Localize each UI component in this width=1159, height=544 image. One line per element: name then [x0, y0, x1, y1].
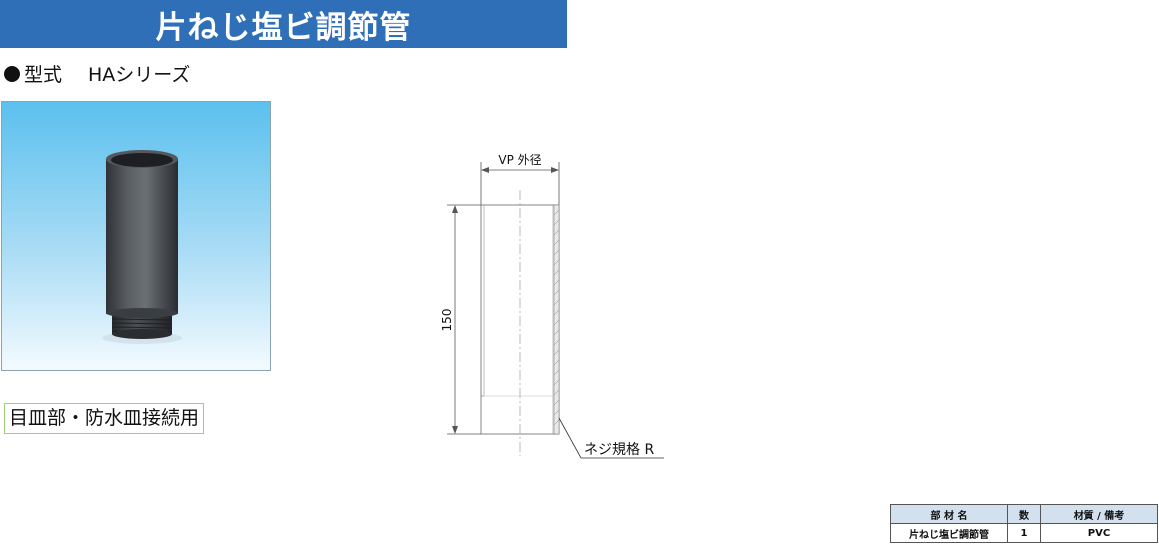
cell-quantity: 1: [1007, 523, 1041, 543]
arrow-right-icon: [551, 167, 559, 173]
product-photo: [1, 101, 271, 371]
length-label: 150: [440, 309, 454, 332]
header-quantity: 数: [1007, 504, 1041, 524]
header-material: 材質 / 備考: [1040, 504, 1158, 524]
arrow-up-icon: [452, 205, 458, 213]
table-row: 片ねじ塩ビ調節管 1 PVC: [890, 523, 1158, 543]
model-line: 型式 HAシリーズ: [4, 60, 190, 87]
model-series: HAシリーズ: [88, 64, 191, 86]
page-title: 片ねじ塩ビ調節管: [155, 9, 412, 46]
arrow-left-icon: [481, 167, 489, 173]
thread-label: ネジ規格 R: [584, 442, 654, 458]
width-label: VP 外径: [498, 153, 541, 167]
usage-label-box: 目皿部・防水皿接続用: [4, 403, 205, 434]
table-header-row: 部 材 名 数 材質 / 備考: [890, 504, 1158, 524]
usage-label: 目皿部・防水皿接続用: [9, 407, 200, 429]
title-banner: 片ねじ塩ビ調節管: [0, 0, 567, 48]
pipe-photo-illustration: [2, 102, 270, 370]
model-label: 型式: [24, 64, 63, 86]
arrow-down-icon: [452, 426, 458, 434]
bullet-icon: [4, 65, 20, 82]
cell-part-name: 片ねじ塩ビ調節管: [890, 523, 1008, 543]
parts-table: 部 材 名 数 材質 / 備考 片ねじ塩ビ調節管 1 PVC: [890, 504, 1158, 543]
thread-hatch: [553, 204, 560, 435]
cell-material: PVC: [1040, 523, 1158, 543]
thread-leader-line: [558, 417, 582, 459]
header-part-name: 部 材 名: [890, 504, 1008, 524]
